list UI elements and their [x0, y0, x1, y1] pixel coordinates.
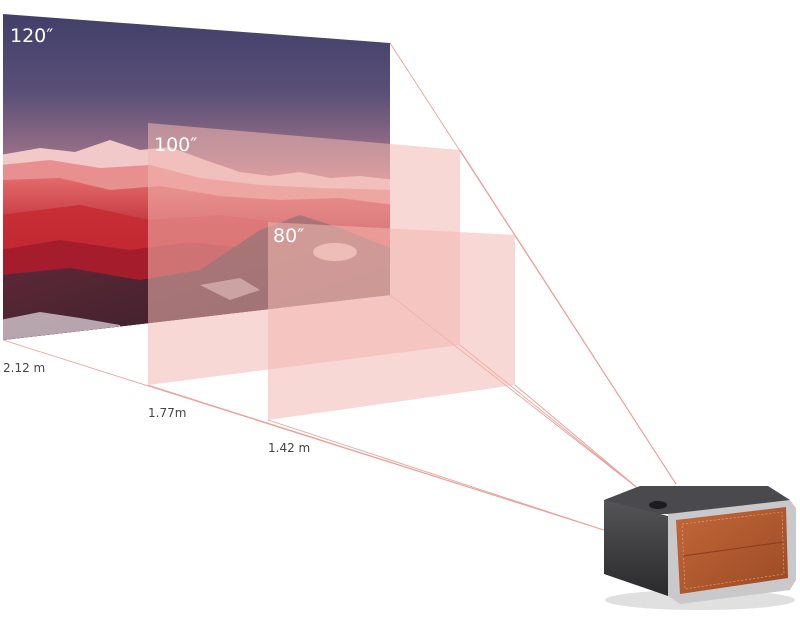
screen-80: 80″	[268, 222, 515, 420]
beam-line	[514, 384, 641, 491]
projector-device-icon	[604, 486, 796, 610]
beam-line	[267, 419, 611, 533]
size-label-120: 120″	[10, 25, 53, 47]
projection-beam-lines	[2, 42, 677, 533]
distance-label-120: 2.12 m	[3, 361, 45, 375]
size-label-80: 80″	[273, 225, 304, 247]
size-label-100: 100″	[154, 134, 197, 156]
distance-label-100: 1.77m	[148, 406, 186, 420]
beam-line	[147, 384, 611, 533]
projection-overlay-80	[268, 222, 515, 420]
beam-line	[514, 234, 677, 485]
distance-labels: 2.12 m 1.77m 1.42 m	[3, 361, 310, 455]
distance-label-80: 1.42 m	[268, 441, 310, 455]
